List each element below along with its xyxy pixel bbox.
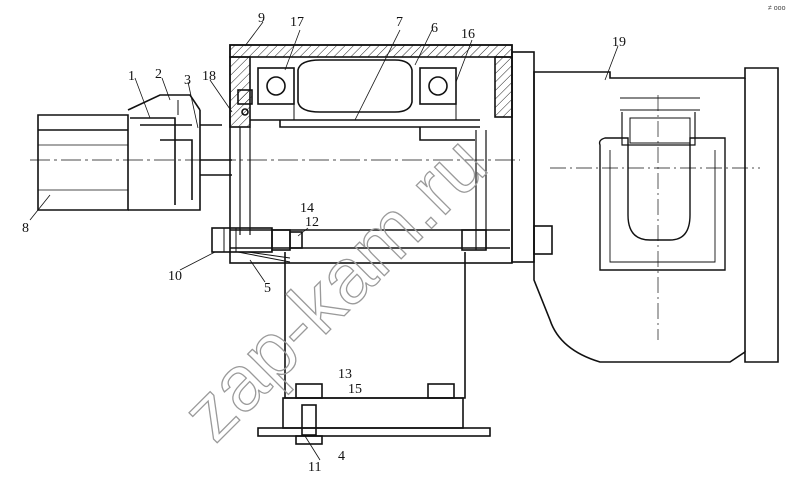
label-6: 6 xyxy=(431,21,438,36)
bearings xyxy=(237,59,457,120)
label-19: 19 xyxy=(612,35,626,50)
motor-body xyxy=(37,94,232,211)
corner-mark: ≠ ooo xyxy=(768,5,786,12)
label-13: 13 xyxy=(338,367,352,382)
label-12: 12 xyxy=(305,215,319,230)
label-8: 8 xyxy=(22,221,29,236)
leader-lines xyxy=(29,21,619,461)
bolts-upper xyxy=(211,225,553,263)
label-5: 5 xyxy=(264,281,271,296)
label-1: 1 xyxy=(128,69,135,84)
label-3: 3 xyxy=(184,73,191,88)
label-9: 9 xyxy=(258,11,265,26)
label-10: 10 xyxy=(168,269,182,284)
support-stand xyxy=(257,252,491,445)
label-11: 11 xyxy=(308,460,321,475)
part-labels: 1 2 3 4 5 6 7 8 9 10 11 12 13 14 15 16 1… xyxy=(22,11,626,475)
label-16: 16 xyxy=(461,27,475,42)
label-2: 2 xyxy=(155,67,162,82)
label-4: 4 xyxy=(338,449,345,464)
watermark-text: zap-kam.ru xyxy=(165,119,503,457)
label-15: 15 xyxy=(348,382,362,397)
label-14: 14 xyxy=(300,201,314,216)
label-18: 18 xyxy=(202,69,216,84)
label-7: 7 xyxy=(396,15,403,30)
mounting-bracket xyxy=(511,51,779,363)
label-17: 17 xyxy=(290,15,304,30)
